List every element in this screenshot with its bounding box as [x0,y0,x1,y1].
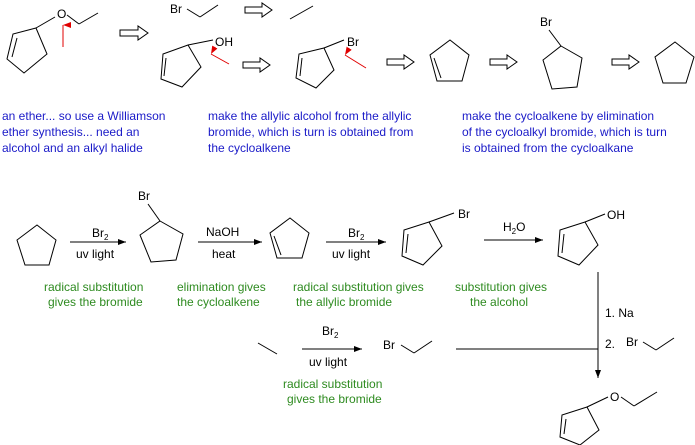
note-ether: an ether... so use a Williamson ether sy… [2,109,165,155]
atom-label-br: Br [138,189,150,203]
cyclopentane-molecule [654,41,695,84]
svg-text:radical substitution: radical substitution [44,280,143,294]
atom-label-o: O [57,7,66,21]
svg-text:the cycloalkene: the cycloalkene [208,141,291,155]
cyclopentane-molecule [16,224,57,266]
reagent-uv-light: uv light [309,355,348,369]
reaction-arrow-allylic-bromination: Br2 uv light [326,226,386,261]
svg-text:of the cycloalkyl bromide, whi: of the cycloalkyl bromide, which is turn [462,125,667,139]
target-ether-molecule: O [559,390,658,445]
svg-text:alcohol and an alkyl halide: alcohol and an alkyl halide [2,141,143,155]
allylic-alcohol-molecule: OH [160,35,233,88]
bromocyclopentane-molecule: Br [540,15,583,90]
svg-text:make the cycloalkene by elimin: make the cycloalkene by elimination [462,109,654,123]
reagent-uv-light: uv light [76,247,115,261]
reagent-h2o: H2O [503,220,525,236]
atom-label-br: Br [540,15,552,29]
retro-arrow [386,54,415,70]
ethane-molecule [289,5,314,20]
caption-substitution: substitution gives the alcohol [455,280,547,309]
reaction-arrow-williamson: 1. Na 2. [595,272,634,378]
svg-text:is obtained from the cycloalka: is obtained from the cycloalkane [462,141,634,155]
reagent-uv-light: uv light [332,247,371,261]
reagent-br2: Br2 [92,226,109,242]
atom-label-oh: OH [607,208,625,222]
svg-text:the cycloalkene: the cycloalkene [177,295,260,309]
target-ether-molecule: O [6,7,99,74]
caption-allylic-bromination: radical substitution gives the allylic b… [293,280,424,309]
disconnection-arrow [210,45,230,65]
reagent-step2: 2. [605,337,615,351]
ethane-molecule [257,342,278,355]
reaction-arrow-ethane-bromination: Br2 uv light [302,324,362,369]
reagent-br2: Br2 [348,226,365,242]
atom-label-oh: OH [215,35,233,49]
atom-label-br: Br [458,207,470,221]
svg-text:make the allylic alcohol from: make the allylic alcohol from the allyli… [208,109,411,123]
reagent-heat: heat [212,247,236,261]
atom-label-br: Br [170,2,182,16]
reagent-br2: Br2 [322,324,339,340]
svg-text:gives the bromide: gives the bromide [48,295,143,309]
reaction-arrow-elimination: NaOH heat [198,225,262,261]
reaction-arrow-bromination: Br2 uv light [70,226,126,261]
bromoethane-molecule: Br [170,2,219,18]
caption-ethane-bromination: radical substitution gives the bromide [283,377,382,406]
reagent-na: 1. Na [605,306,634,320]
cyclopentene-molecule [269,217,310,259]
atom-label-br: Br [383,338,395,352]
svg-text:radical substitution: radical substitution [283,377,382,391]
bromocyclopentane-molecule: Br [138,189,184,263]
reagent-naoh: NaOH [206,225,239,239]
retro-arrow [242,57,271,73]
svg-text:radical substitution gives: radical substitution gives [293,280,424,294]
allylic-alcohol-molecule: OH [557,208,625,266]
bromoethane-molecule: Br [383,338,433,354]
svg-text:the allylic bromide: the allylic bromide [296,295,392,309]
reaction-arrow-substitution: H2O [484,220,543,243]
svg-text:gives the bromide: gives the bromide [287,392,382,406]
svg-text:the alcohol: the alcohol [470,295,528,309]
caption-elimination: elimination gives the cycloalkene [177,280,266,309]
retro-arrow [489,54,518,70]
disconnection-arrow [344,46,367,69]
caption-bromination: radical substitution gives the bromide [44,280,143,309]
atom-label-br: Br [626,335,638,349]
svg-text:bromide, which is turn is obta: bromide, which is turn is obtained from [208,125,413,139]
allylic-bromide-molecule: Br [401,207,470,266]
svg-text:an ether... so use a Williamso: an ether... so use a Williamson [2,109,165,123]
retro-arrow [244,2,273,18]
allylic-bromide-molecule: Br [295,35,367,89]
retro-arrow [611,54,640,70]
note-allylic: make the allylic alcohol from the allyli… [208,109,413,155]
retro-arrow [119,25,149,41]
bromoethane-molecule: Br [626,335,675,351]
svg-text:substitution gives: substitution gives [455,280,547,294]
cyclopentene-molecule [429,39,470,82]
svg-text:ether synthesis... need an: ether synthesis... need an [2,125,139,139]
svg-text:elimination gives: elimination gives [177,280,266,294]
atom-label-o: O [610,390,619,404]
note-cycloalkene: make the cycloalkene by elimination of t… [462,109,667,155]
atom-label-br: Br [347,35,359,49]
